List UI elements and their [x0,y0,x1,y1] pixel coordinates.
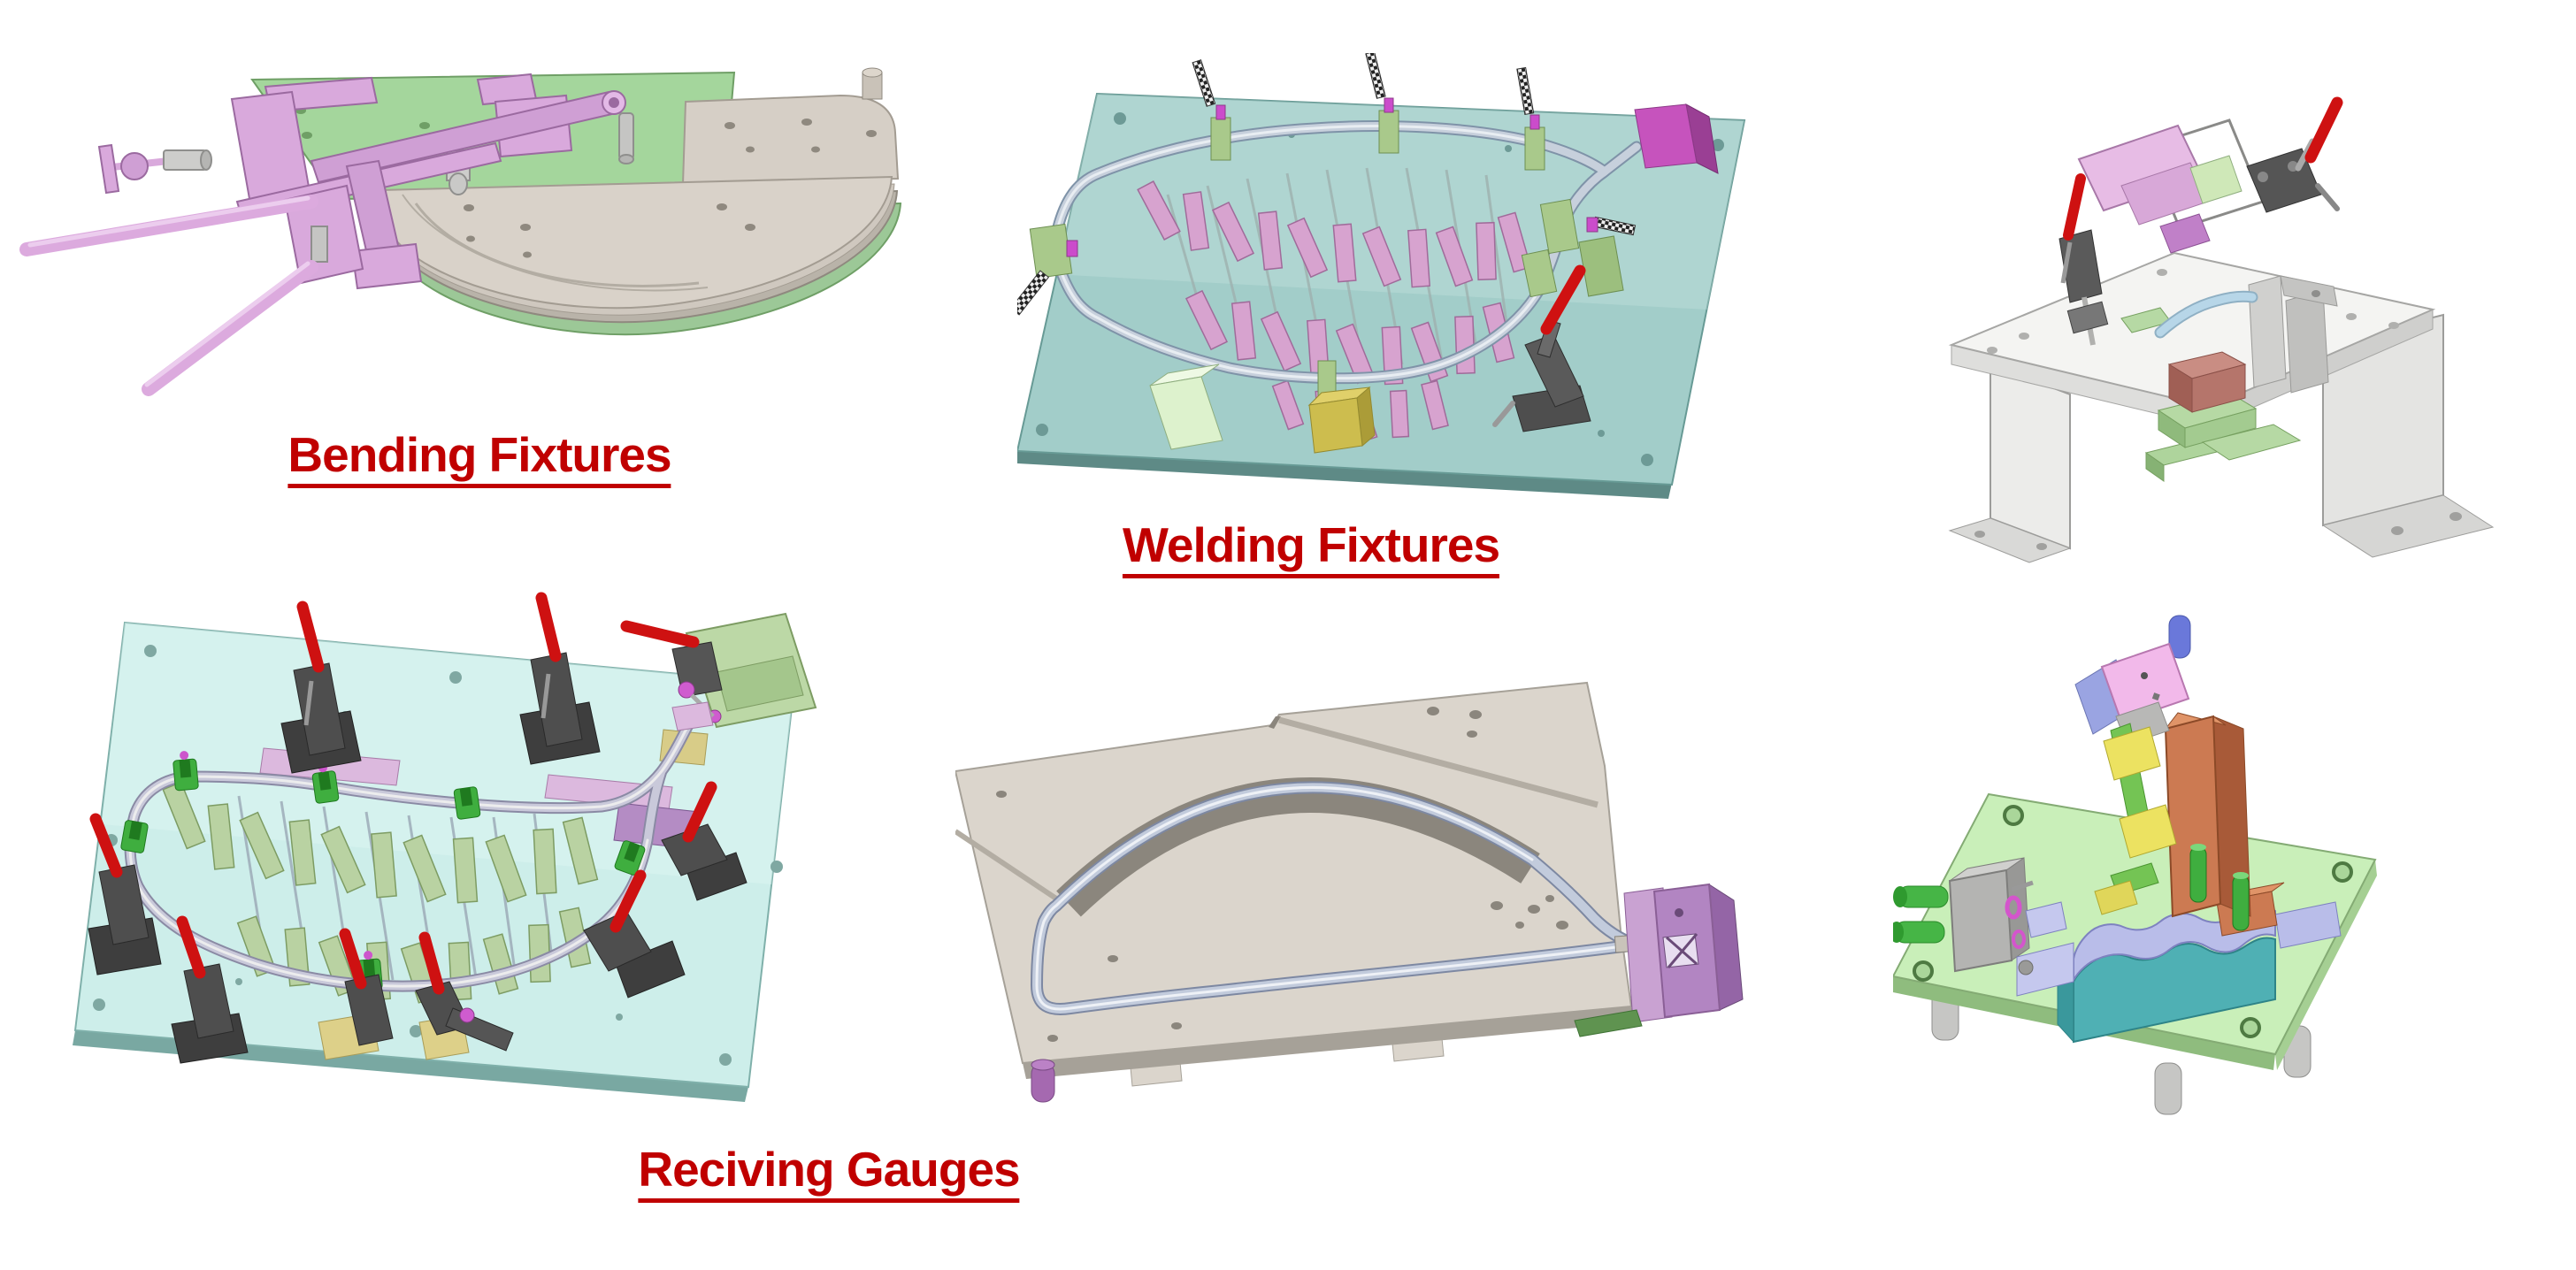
small-left-block [1893,857,2067,973]
gauge-pads [259,729,709,850]
receiving-gauge-arch-image [955,681,1744,1103]
caption-reciving-gauges-text: Reciving Gauges [638,1144,1021,1203]
arch-channel [1056,777,1540,917]
bending-fixture-image [19,67,902,396]
bending-rods [19,195,318,396]
caption-bending-fixtures-text: Bending Fixtures [288,429,672,488]
welding-yellow-block [1307,386,1376,454]
receiving-gauge-plate-image [73,592,817,1102]
welding-fixture-bench-image [1948,96,2495,563]
welding-toggle-clamp [1492,264,1591,432]
welding-clamp-posts [1017,53,1637,397]
bench-toggle-clamp-top [2246,96,2343,213]
caption-reciving-gauges: Reciving Gauges [638,1144,1021,1203]
bench-fixture-assembly [2077,119,2338,482]
small-arm-and-pins [2094,723,2250,931]
caption-welding-fixtures-text: Welding Fixtures [1122,519,1500,578]
welding-magenta-block [1634,103,1719,174]
caption-welding-fixtures: Welding Fixtures [1122,519,1500,578]
caption-bending-fixtures: Bending Fixtures [288,429,672,488]
gauge-toggle-clamps [88,592,817,1064]
welding-fixture-plate-image [1017,53,1746,499]
small-top-plates [2074,615,2191,746]
bench-toggle-clamp-left [2058,173,2109,346]
arch-purple-fitting [1614,883,1744,1023]
arch-details [1031,1009,1643,1103]
welding-green-wedge [1149,363,1223,450]
bending-tan-plate [681,67,900,186]
arch-tube [1030,781,1643,1015]
bending-disc-stack [379,175,902,336]
welding-locator-blocks [1137,180,1532,443]
small-orange-tower [2164,712,2285,937]
receiving-gauge-small-image [1893,615,2377,1115]
arch-plate [955,681,1635,1079]
